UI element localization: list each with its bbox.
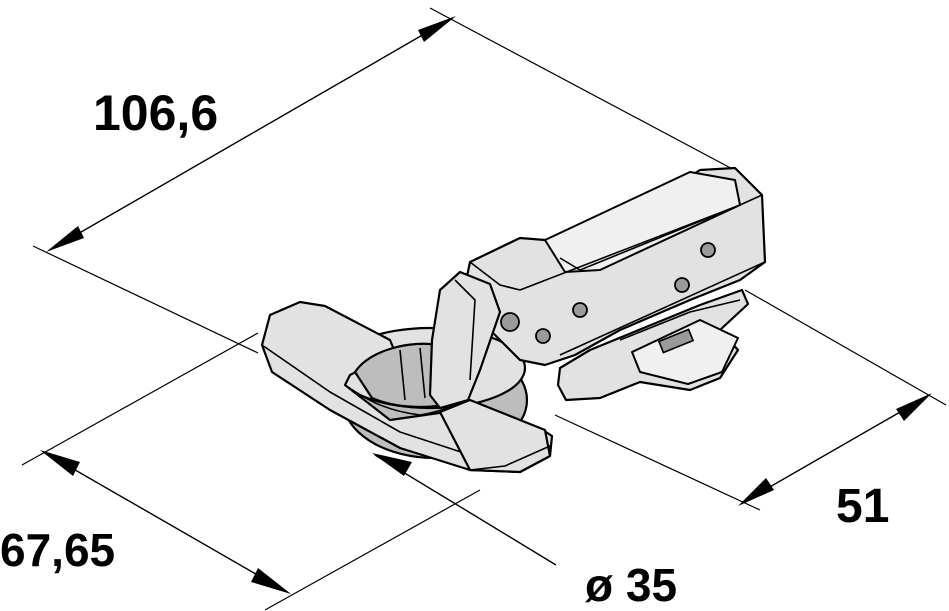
- dimension-label-depth: 67,65: [0, 524, 116, 576]
- dimension-label-overall-length: 106,6: [93, 85, 219, 141]
- dimension-diameter: [372, 453, 557, 566]
- dimension-label-diameter: ø 35: [585, 559, 678, 611]
- dimension-label-plate-width: 51: [836, 480, 890, 533]
- dimension-overall-length: [32, 7, 741, 354]
- hinge-illustration: [260, 166, 767, 474]
- dimension-plate-width: [554, 289, 947, 511]
- dimension-depth: [21, 332, 481, 611]
